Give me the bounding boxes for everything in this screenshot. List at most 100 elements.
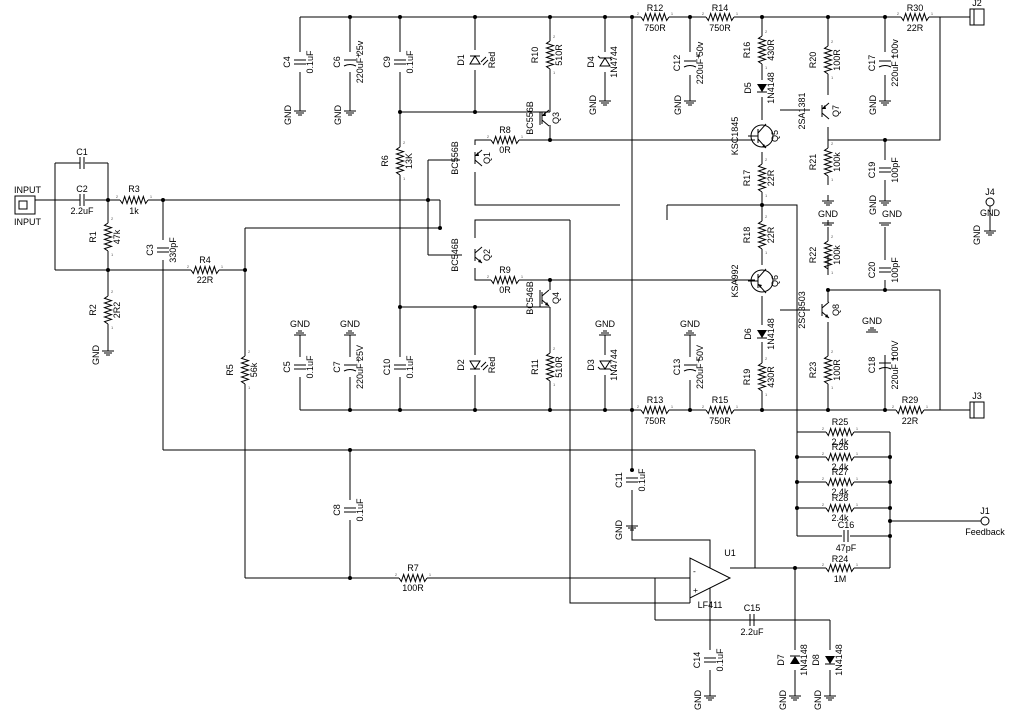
capacitor-c1: C1 — [76, 147, 88, 169]
pin-number: 1 — [831, 177, 834, 182]
pin-number: 1 — [111, 325, 114, 330]
component-ref: R7 — [407, 563, 419, 573]
component-ref: Q1 — [482, 152, 492, 164]
component-ref: C5 — [282, 361, 292, 373]
pin-number: 2 — [553, 34, 556, 39]
component-value: 2.4k — [831, 513, 849, 523]
component-ref: C8 — [332, 504, 342, 516]
component-ref: C19 — [867, 162, 877, 179]
junction-dot — [473, 408, 477, 412]
component-value: 2SA1381 — [797, 92, 807, 129]
component-value: LF411 — [698, 600, 723, 610]
junction-dot — [548, 278, 552, 282]
component-value: Red — [487, 52, 497, 69]
component-value: 22R — [766, 226, 776, 243]
component-value: 750R — [709, 23, 731, 33]
component-ref: R19 — [742, 369, 752, 386]
component-value: BC546B — [525, 281, 535, 315]
junction-dot — [888, 506, 892, 510]
pin-number: 1 — [765, 392, 768, 397]
component-value: 22R — [907, 23, 924, 33]
component-value: 0.1uF — [715, 648, 725, 672]
junction-dot — [106, 268, 110, 272]
component-ref: C7 — [332, 361, 342, 373]
ground-symbol: GND — [283, 105, 306, 125]
ground-symbol: GND — [778, 690, 801, 711]
junction-dot — [473, 110, 477, 114]
component-ref: R2 — [88, 304, 98, 316]
junction-dot — [630, 408, 634, 412]
junction-dot — [348, 15, 352, 19]
component-label: Feedback — [965, 527, 1005, 537]
ground-symbol: GND — [862, 316, 883, 332]
component-value: 2.4k — [831, 462, 849, 472]
pin-number: 2 — [487, 274, 490, 279]
component-value: 2.4k — [831, 437, 849, 447]
pin-number: 2 — [831, 141, 834, 146]
junction-dot — [348, 448, 352, 452]
junction-dot — [603, 408, 607, 412]
junction-dot — [826, 408, 830, 412]
component-value: Red — [487, 357, 497, 374]
component-value: 100k — [832, 152, 842, 172]
component-ref: C20 — [867, 262, 877, 279]
pin-number: 2 — [637, 11, 640, 16]
component-value: 220uF 50v — [695, 41, 705, 84]
component-ref: R11 — [530, 359, 540, 375]
component-value: 750R — [709, 416, 731, 426]
pin-number: 2 — [831, 234, 834, 239]
component-ref: D3 — [586, 359, 596, 371]
pin-number: 2 — [702, 404, 705, 409]
component-ref: C10 — [382, 359, 392, 376]
pin-number: 1 — [926, 404, 929, 409]
component-ref: Q6 — [770, 275, 780, 287]
component-ref: Q2 — [482, 249, 492, 261]
wire — [475, 172, 620, 205]
component-ref: C6 — [332, 56, 342, 68]
component-ref: R9 — [499, 265, 511, 275]
pin-number: 2 — [187, 264, 190, 269]
component-ref: R6 — [380, 155, 390, 167]
gnd-label: GND — [778, 690, 788, 711]
pin-number: 1 — [831, 385, 834, 390]
pin-number: 2 — [637, 404, 640, 409]
pin-number: 1 — [521, 274, 524, 279]
capacitor-c2: C22.2uF — [70, 184, 94, 216]
component-ref: D5 — [743, 82, 753, 94]
gnd-label: GND — [882, 209, 903, 219]
junction-dot — [243, 268, 247, 272]
component-value: BC556B — [450, 141, 460, 175]
component-value: 2.2uF — [740, 627, 764, 637]
polarity-mark: + — [696, 355, 701, 365]
component-ref: J2 — [972, 0, 982, 8]
pin-number: 2 — [765, 214, 768, 219]
component-ref: C13 — [672, 359, 682, 376]
component-ref: R12 — [647, 3, 664, 13]
junction-dot — [438, 226, 442, 230]
component-value: 56k — [249, 362, 259, 377]
connector-j3: J3 — [964, 391, 984, 418]
ground-symbol: GND — [972, 225, 996, 245]
component-ref: R24 — [832, 554, 849, 564]
component-ref: R5 — [225, 364, 235, 376]
pin-number: 1 — [765, 250, 768, 255]
component-value: 100pF — [890, 257, 900, 283]
pin-number: 1 — [856, 502, 859, 507]
